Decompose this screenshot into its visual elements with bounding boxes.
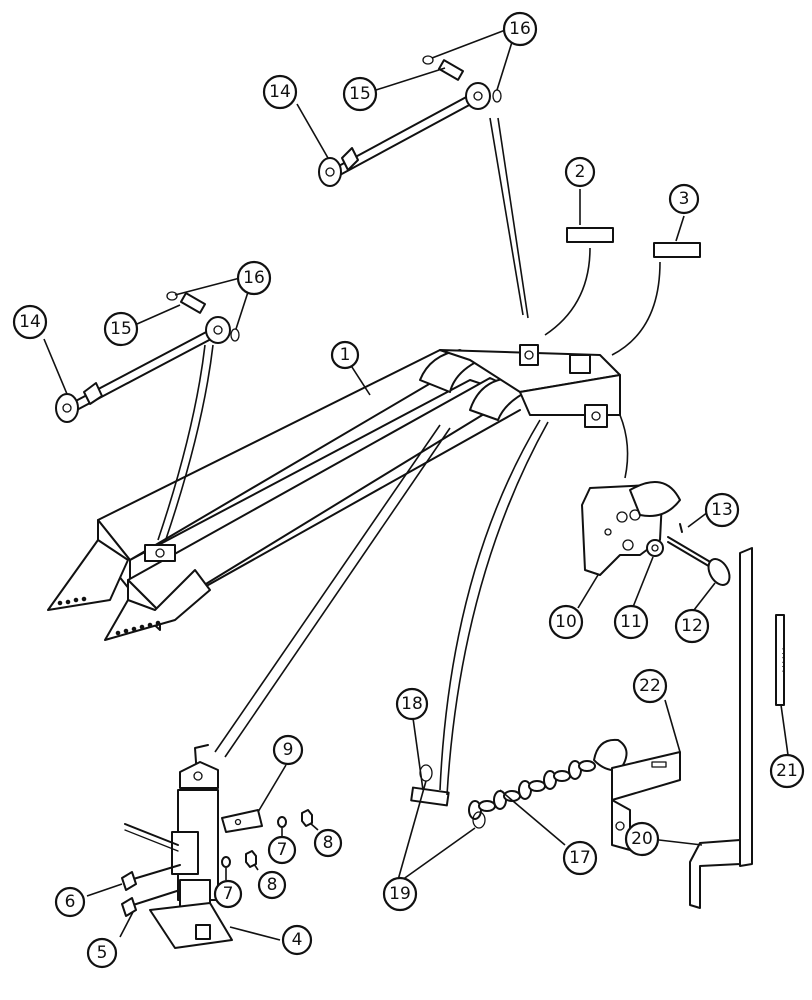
hitch-tongue-frame xyxy=(47,344,621,641)
callout-16-lower: 16 xyxy=(236,260,272,296)
callout-10: 10 xyxy=(548,604,584,640)
svg-text:15: 15 xyxy=(349,84,371,104)
callout-22: 22 xyxy=(632,668,668,704)
decal-3 xyxy=(653,242,701,258)
svg-text:8: 8 xyxy=(267,875,278,895)
callout-19: 19 xyxy=(382,876,418,912)
safety-chain xyxy=(468,738,628,820)
callout-14-upper: 14 xyxy=(262,74,298,110)
svg-text:7: 7 xyxy=(223,884,234,904)
callout-15-upper: 15 xyxy=(342,76,378,112)
svg-text:6: 6 xyxy=(65,892,76,912)
lower-turnbuckle-link xyxy=(55,316,231,423)
callout-6: 6 xyxy=(54,886,86,918)
svg-text:· · · · · ·: · · · · · · xyxy=(778,648,786,672)
svg-text:14: 14 xyxy=(269,82,291,102)
cotter-pin-13 xyxy=(679,523,683,533)
jack-bracket-9 xyxy=(221,809,263,833)
svg-text:5: 5 xyxy=(97,943,108,963)
svg-text:4: 4 xyxy=(292,930,303,950)
nuts-8 xyxy=(245,809,313,868)
upper-pin xyxy=(437,59,465,81)
callout-1: 1 xyxy=(330,340,360,370)
svg-text:11: 11 xyxy=(620,612,642,632)
callout-14-lower: 14 xyxy=(12,304,48,340)
svg-text:7: 7 xyxy=(277,840,288,860)
callout-5: 5 xyxy=(86,937,118,969)
callout-18: 18 xyxy=(395,687,429,721)
svg-text:18: 18 xyxy=(401,694,423,714)
svg-text:13: 13 xyxy=(711,500,733,520)
callout-15-lower: 15 xyxy=(103,311,139,347)
svg-text:14: 14 xyxy=(19,312,41,332)
callout-2: 2 xyxy=(564,156,596,188)
hitch-pin-12 xyxy=(667,536,731,586)
bushing-11 xyxy=(646,539,664,557)
callout-12: 12 xyxy=(674,608,710,644)
svg-text:10: 10 xyxy=(555,612,577,632)
callout-9: 9 xyxy=(272,734,304,766)
callout-7-lower: 7 xyxy=(213,879,243,909)
callout-7-upper: 7 xyxy=(267,835,297,865)
callout-11: 11 xyxy=(613,604,649,640)
decal-2 xyxy=(566,227,614,243)
callout-20: 20 xyxy=(624,821,660,857)
svg-text:20: 20 xyxy=(631,829,653,849)
svg-text:21: 21 xyxy=(776,761,798,781)
svg-text:17: 17 xyxy=(569,848,591,868)
jack-stand xyxy=(121,744,233,949)
svg-text:1: 1 xyxy=(340,345,351,365)
svg-text:8: 8 xyxy=(323,833,334,853)
svg-text:2: 2 xyxy=(575,162,586,182)
callout-8-lower: 8 xyxy=(257,870,287,900)
stand-post-20 xyxy=(689,547,753,909)
callout-16-upper: 16 xyxy=(502,11,538,47)
callout-4: 4 xyxy=(281,924,313,956)
svg-text:3: 3 xyxy=(679,189,690,209)
lower-rings xyxy=(166,291,240,342)
svg-text:15: 15 xyxy=(110,319,132,339)
upper-turnbuckle-link xyxy=(318,82,491,187)
svg-text:12: 12 xyxy=(681,616,703,636)
callout-8-upper: 8 xyxy=(313,828,343,858)
callout-21: 21 xyxy=(769,753,805,789)
clevis-hitch xyxy=(581,481,681,576)
svg-text:22: 22 xyxy=(639,676,661,696)
svg-text:16: 16 xyxy=(509,19,531,39)
callout-13: 13 xyxy=(704,492,740,528)
svg-text:16: 16 xyxy=(243,268,265,288)
callout-3: 3 xyxy=(668,183,700,215)
svg-text:9: 9 xyxy=(283,740,294,760)
callout-17: 17 xyxy=(562,840,598,876)
decal-strip-21: · · · · · · xyxy=(775,614,786,706)
chain-pin-18 xyxy=(410,786,450,807)
lock-washers-7 xyxy=(221,816,287,868)
lower-pin xyxy=(179,292,207,314)
svg-text:19: 19 xyxy=(389,884,411,904)
